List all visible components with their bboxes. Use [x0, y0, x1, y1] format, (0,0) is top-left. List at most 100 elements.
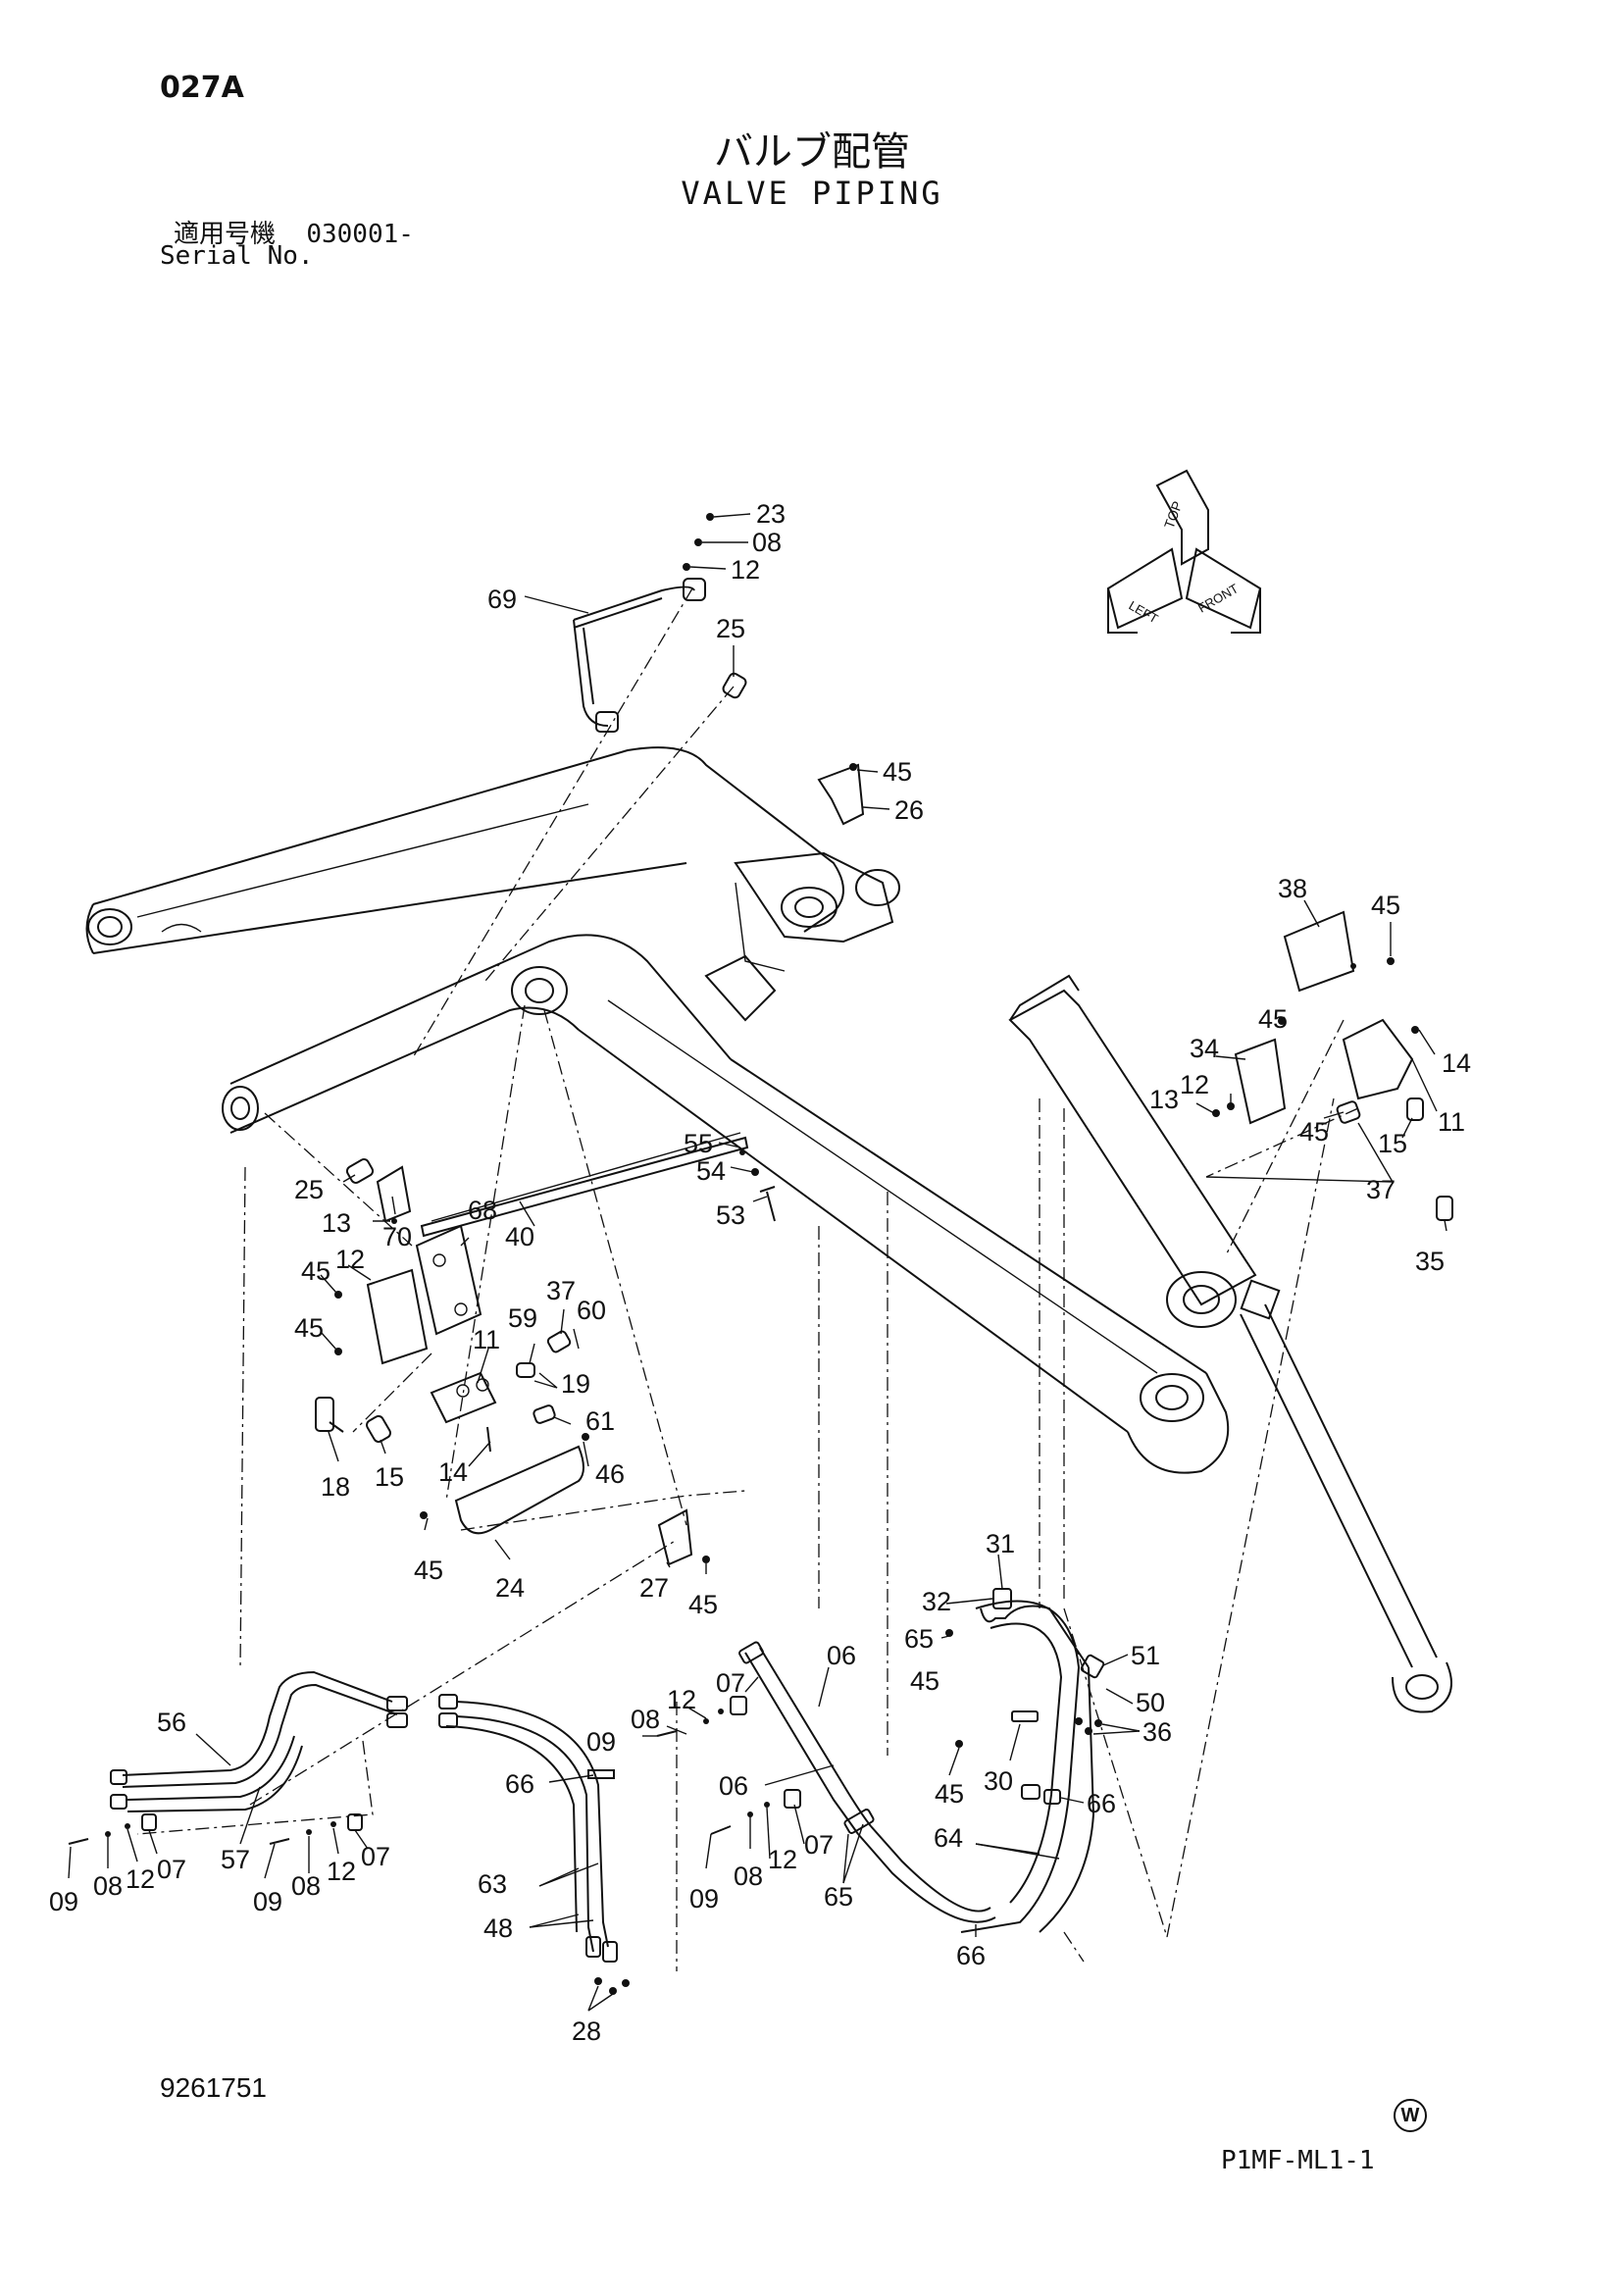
callout-11: 11	[1438, 1107, 1465, 1137]
serial-label-english: Serial No.	[160, 241, 314, 271]
callout-66: 66	[956, 1941, 986, 1970]
callout-25: 25	[294, 1175, 324, 1204]
callout-40: 40	[505, 1222, 534, 1251]
callout-66: 66	[1087, 1789, 1116, 1818]
callout-59: 59	[508, 1303, 537, 1333]
callout-34: 34	[1190, 1034, 1219, 1063]
arm-assembly	[85, 746, 900, 972]
callout-12: 12	[667, 1685, 696, 1714]
page-code: 027A	[160, 71, 244, 105]
callout-25: 25	[716, 614, 745, 643]
callout-08: 08	[734, 1862, 763, 1891]
callout-08: 08	[752, 528, 782, 557]
callout-46: 46	[595, 1459, 625, 1489]
callout-45: 45	[301, 1256, 330, 1286]
callout-51: 51	[1131, 1641, 1160, 1670]
callout-09: 09	[49, 1887, 78, 1916]
callout-56: 56	[157, 1708, 186, 1737]
callout-11: 11	[473, 1325, 500, 1354]
callout-12: 12	[768, 1845, 797, 1874]
callout-45: 45	[688, 1590, 718, 1619]
pipe-06	[656, 1641, 996, 1923]
callout-08: 08	[93, 1871, 123, 1901]
callout-45: 45	[935, 1779, 964, 1809]
callout-07: 07	[361, 1842, 390, 1871]
callout-37: 37	[1366, 1175, 1396, 1204]
callout-14: 14	[438, 1457, 468, 1487]
bracket-27	[657, 1508, 710, 1566]
callout-12: 12	[327, 1857, 356, 1886]
page-reference: P1MF-ML1-1	[1221, 2146, 1375, 2175]
callout-65: 65	[904, 1624, 934, 1654]
pipe-69	[411, 513, 714, 1060]
bracket-34	[1212, 1017, 1287, 1125]
callout-54: 54	[696, 1156, 726, 1186]
leader-lines	[68, 513, 1447, 2012]
callout-07: 07	[804, 1830, 834, 1860]
callout-70: 70	[382, 1222, 412, 1251]
callout-55: 55	[684, 1129, 713, 1158]
callout-53: 53	[716, 1200, 745, 1230]
bracket-26	[817, 763, 865, 826]
title-japanese: バルブ配管	[714, 129, 910, 175]
orientation-front-label: FRONT	[1195, 581, 1241, 615]
boom-assembly	[222, 934, 1230, 1474]
callout-65: 65	[824, 1882, 853, 1912]
callout-32: 32	[922, 1587, 951, 1616]
callout-68: 68	[468, 1196, 497, 1225]
callout-06: 06	[719, 1771, 748, 1801]
callout-23: 23	[756, 499, 786, 529]
callout-45: 45	[883, 757, 912, 787]
callout-08: 08	[631, 1705, 660, 1734]
callout-28: 28	[572, 2016, 601, 2046]
callout-57: 57	[221, 1845, 250, 1874]
callout-38: 38	[1278, 874, 1307, 903]
callout-27: 27	[639, 1573, 669, 1603]
serial-line-japanese: 適用号機 030001-	[174, 214, 414, 250]
plate-12-left	[334, 1268, 429, 1365]
callout-64: 64	[934, 1823, 963, 1853]
callout-37: 37	[546, 1276, 576, 1305]
callout-12: 12	[126, 1864, 155, 1894]
callout-07: 07	[157, 1855, 186, 1884]
callout-48: 48	[483, 1913, 513, 1943]
callout-09: 09	[586, 1727, 616, 1757]
callout-12: 12	[1180, 1070, 1209, 1099]
boom-cylinder	[1008, 974, 1452, 1713]
orientation-top-label: TOP	[1161, 499, 1186, 531]
callout-labels: 23 08 12 69 25 45 26 38 45 45 14 34 12 1…	[49, 499, 1471, 2046]
valve-block-11-right	[1205, 1018, 1453, 1256]
callout-24: 24	[495, 1573, 525, 1603]
callout-31: 31	[986, 1529, 1015, 1558]
callout-07: 07	[716, 1668, 745, 1698]
clamp-07-left	[68, 1813, 363, 1845]
w-circle-mark: W	[1394, 2099, 1427, 2132]
serial-value: 030001-	[306, 220, 414, 249]
hoses-64	[945, 1097, 1335, 1963]
callout-30: 30	[984, 1766, 1013, 1796]
callout-09: 09	[689, 1884, 719, 1913]
callout-60: 60	[577, 1296, 606, 1325]
callout-09: 09	[253, 1887, 282, 1916]
callout-15: 15	[375, 1462, 404, 1492]
callout-45: 45	[414, 1556, 443, 1585]
serial-label-jp: 適用号機	[174, 220, 277, 249]
fitting-25-top	[484, 672, 747, 982]
hoses-63-48	[438, 1694, 678, 1995]
callout-12: 12	[731, 555, 760, 585]
bracket-68	[391, 1218, 482, 1336]
callout-45: 45	[1258, 1004, 1288, 1034]
callout-66: 66	[505, 1769, 534, 1799]
callout-45: 45	[910, 1666, 939, 1696]
callout-45: 45	[1371, 891, 1400, 920]
fitting-18	[315, 1397, 344, 1433]
callout-69: 69	[487, 585, 517, 614]
callout-15: 15	[1378, 1129, 1407, 1158]
callout-50: 50	[1136, 1688, 1165, 1717]
callout-35: 35	[1415, 1247, 1445, 1276]
fitting-15-left	[366, 1414, 391, 1444]
callout-36: 36	[1142, 1717, 1172, 1747]
bracket-38	[1283, 910, 1395, 993]
callout-14: 14	[1442, 1048, 1471, 1078]
